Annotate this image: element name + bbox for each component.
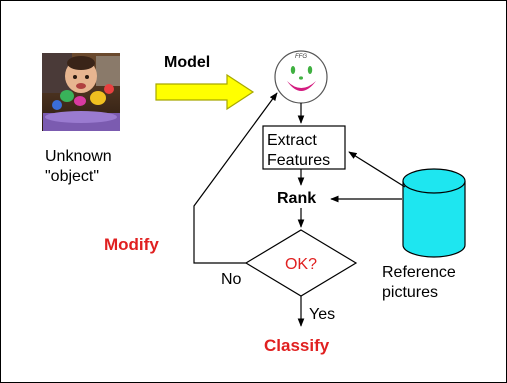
decision-label: OK? bbox=[285, 256, 317, 273]
database-label-line1: Reference bbox=[382, 264, 456, 281]
unknown-object-photo bbox=[42, 53, 120, 131]
database-label-line2: pictures bbox=[382, 284, 438, 301]
model-arrow bbox=[155, 73, 255, 111]
face-label: FFG bbox=[295, 54, 307, 60]
rank-label: Rank bbox=[277, 190, 316, 207]
photo-caption-line2: "object" bbox=[45, 168, 99, 185]
yes-label: Yes bbox=[309, 306, 335, 323]
photo-caption-line1: Unknown bbox=[45, 148, 112, 165]
arrow-db-to-extract bbox=[348, 151, 406, 188]
modify-label: Modify bbox=[104, 235, 159, 254]
model-face-icon: FFG bbox=[274, 50, 328, 104]
arrow-modify-loop bbox=[193, 92, 278, 264]
model-label: Model bbox=[164, 54, 210, 71]
no-label: No bbox=[221, 271, 242, 288]
extract-features-box bbox=[262, 125, 346, 170]
classify-label: Classify bbox=[264, 336, 330, 355]
extract-features-line2: Features bbox=[267, 152, 330, 169]
extract-features-line1: Extract bbox=[267, 132, 317, 149]
reference-database-icon bbox=[402, 168, 466, 258]
